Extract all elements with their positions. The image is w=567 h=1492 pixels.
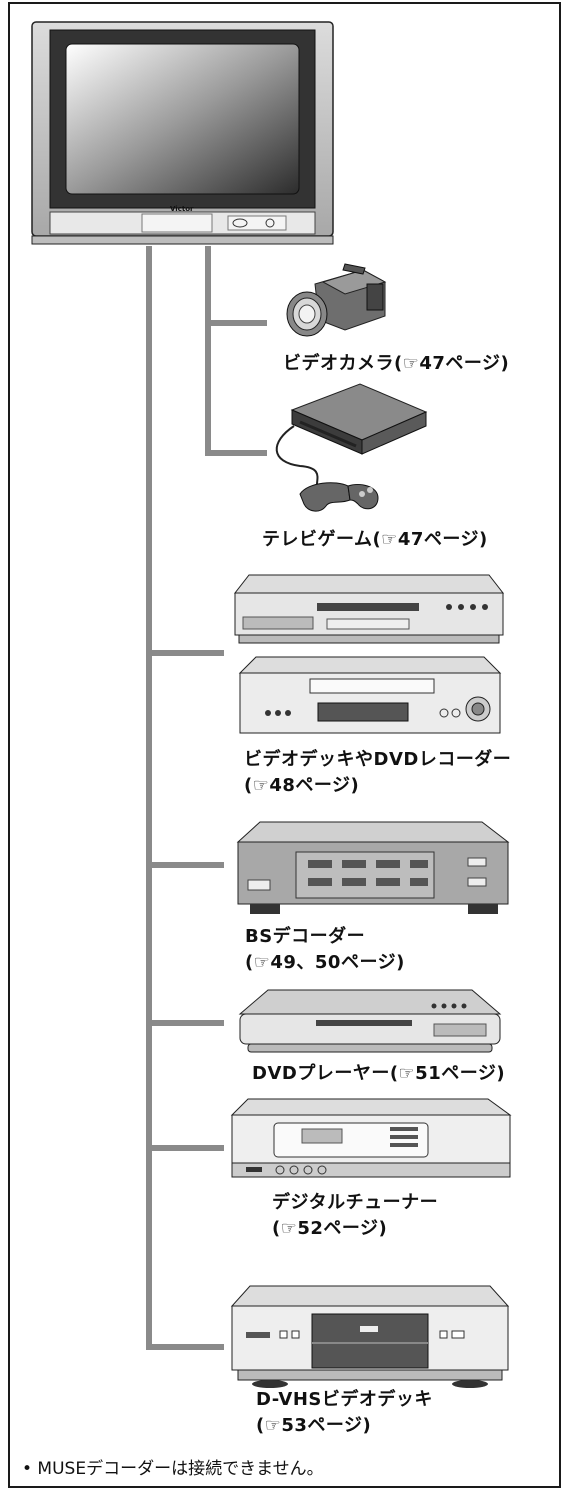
tv-brand-label: Victor [170,205,194,213]
dvd-recorder-icon [233,574,505,644]
bs-decoder-label-line2: (☞49、50ページ) [245,952,405,973]
digital-tuner-label-line1: デジタルチューナー [272,1192,439,1213]
vhs-deck-icon [238,656,502,734]
dvd-player-label: DVDプレーヤー(☞51ページ) [252,1063,506,1084]
branch-video-deck [146,650,224,656]
footnote: • MUSEデコーダーは接続できません。 [22,1459,324,1479]
d-vhs-deck-icon [230,1285,510,1388]
dvd-player-icon [238,989,502,1053]
video-camera-icon [286,263,387,337]
branch-bs-decoder [146,862,224,868]
bs-decoder-icon [236,821,510,914]
d-vhs-label-line1: D-VHSビデオデッキ [256,1389,433,1410]
branch-dvd-player [146,1020,224,1026]
game-console-label: テレビゲーム(☞47ページ) [262,529,488,550]
sub-connector-line [205,246,211,456]
diagram-frame [8,2,561,1488]
branch-game [205,450,267,456]
d-vhs-label-line2: (☞53ページ) [256,1415,372,1436]
video-camera-label: ビデオカメラ(☞47ページ) [283,353,510,374]
branch-d-vhs [146,1344,224,1350]
video-deck-label-line1: ビデオデッキやDVDレコーダー [244,749,512,770]
bs-decoder-label-line1: BSデコーダー [245,926,366,947]
video-deck-label-line2: (☞48ページ) [244,775,360,796]
tv-icon: Victor [31,21,334,245]
digital-tuner-label-line2: (☞52ページ) [272,1218,388,1239]
branch-digital-tuner [146,1145,224,1151]
game-console-icon [275,383,428,512]
main-connector-line [146,246,152,1350]
branch-camera [205,320,267,326]
digital-tuner-icon [230,1098,512,1178]
